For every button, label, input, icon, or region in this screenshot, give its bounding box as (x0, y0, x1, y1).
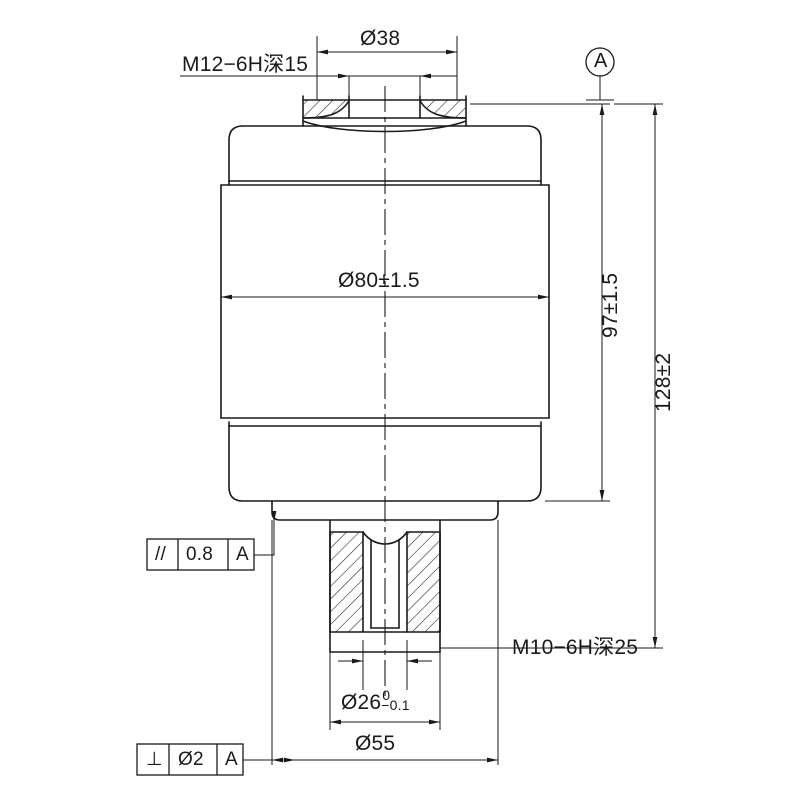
top-thread-note: M12−6H深15 (182, 53, 309, 76)
parallelism-datum: A (236, 544, 249, 565)
dimension-lines (180, 36, 663, 765)
part-outline (220, 95, 550, 653)
body-diameter-dimension: Ø80±1.5 (338, 269, 420, 292)
flange-diameter-dimension: Ø55 (355, 732, 396, 755)
bottom-bore-value: Ø26 (341, 691, 382, 714)
section-hatch-top (303, 100, 466, 118)
perpendicularity-datum: A (225, 749, 238, 770)
overall-height-dimension: 128±2 (652, 352, 675, 412)
bottom-bore-lower-tolerance: −0.1 (381, 697, 410, 713)
feature-control-frames (136, 538, 255, 776)
parallelism-tolerance: 0.8 (186, 544, 214, 565)
perpendicularity-tolerance: Ø2 (178, 749, 204, 770)
section-hatch-boss (330, 532, 440, 632)
top-bore-dimension: Ø38 (360, 27, 401, 50)
datum-feature-symbol-a: A (594, 50, 608, 72)
parallelism-symbol: // (155, 544, 166, 565)
body-height-dimension: 97±1.5 (599, 272, 622, 338)
bottom-thread-note: M10−6H深25 (512, 636, 639, 659)
perpendicularity-symbol: ⊥ (146, 749, 163, 770)
bottom-bore-upper-tolerance: 0 (382, 687, 391, 703)
bottom-bore-dimension: Ø26 0 −0.1 (341, 687, 410, 714)
